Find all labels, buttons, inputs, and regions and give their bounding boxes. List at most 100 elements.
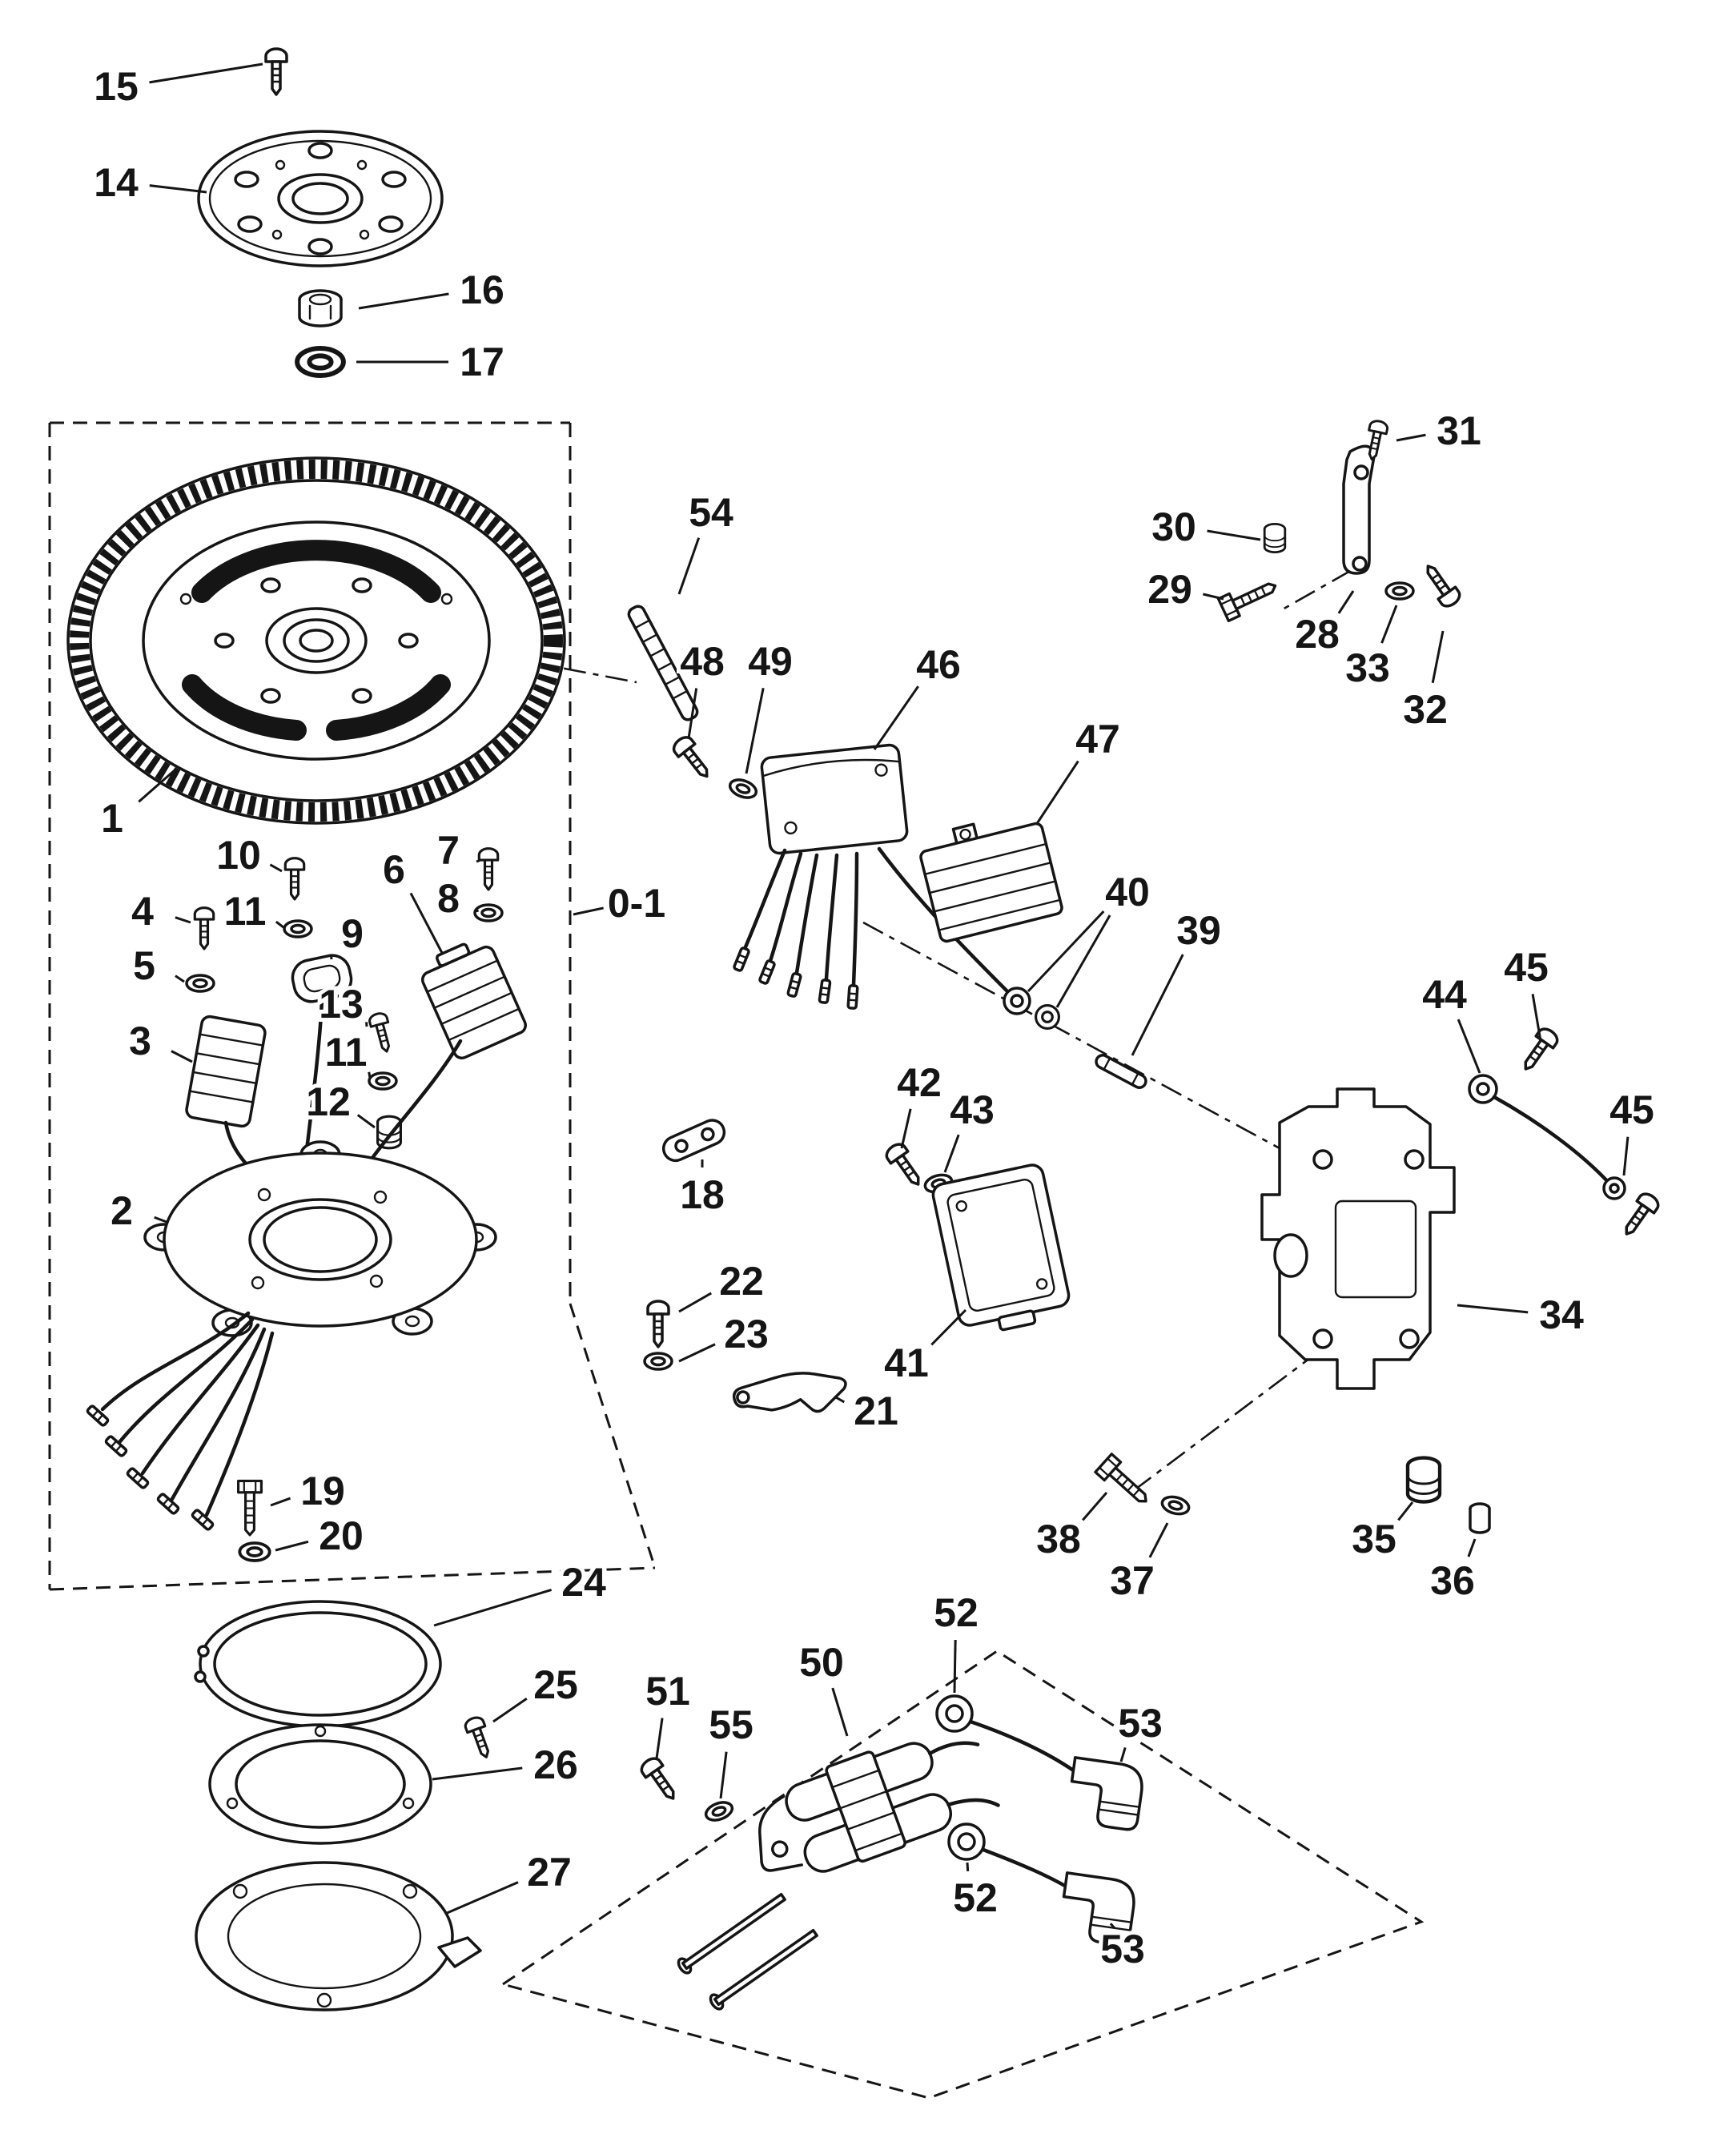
stator-plate-2 (143, 1140, 497, 1337)
callout-18: 18 (680, 1172, 725, 1217)
washer-8 (473, 903, 504, 922)
leader-line-31 (1396, 433, 1426, 442)
leader-line-4 (175, 916, 191, 924)
callout-30: 30 (1151, 504, 1196, 549)
leader-line-43 (943, 1134, 960, 1173)
leader-line-0-1 (573, 906, 604, 916)
leader-line-1 (138, 769, 175, 803)
leader-line-51 (655, 1718, 664, 1759)
washer-49 (725, 775, 761, 802)
flywheel-1 (66, 456, 566, 825)
callout-51: 51 (645, 1669, 690, 1714)
leader-line-10 (269, 863, 283, 873)
leader-line-12 (356, 1114, 376, 1129)
callout-23: 23 (724, 1312, 769, 1356)
callout-45: 45 (1609, 1087, 1654, 1132)
leader-line-53 (1109, 1923, 1116, 1929)
screw-45b (1616, 1189, 1663, 1242)
callout-52: 52 (934, 1590, 979, 1635)
collar-36 (1469, 1502, 1491, 1534)
snap-ring-24 (194, 1600, 442, 1728)
ground-lead-44 (1468, 1074, 1626, 1200)
coil-9 (291, 954, 353, 1003)
module-41 (931, 1163, 1071, 1332)
grommet-12 (376, 1115, 402, 1150)
grommet-35 (1408, 1458, 1440, 1502)
plug-wire-b (981, 1847, 1071, 1891)
bracket-28 (1342, 444, 1376, 575)
callout-15: 15 (94, 64, 139, 109)
leader-line-49 (745, 687, 765, 774)
callout-24: 24 (561, 1560, 606, 1605)
screw-7 (477, 847, 500, 891)
callout-46: 46 (916, 642, 961, 687)
grommet-52b (947, 1822, 986, 1861)
callout-49: 49 (748, 639, 793, 684)
callout-21: 21 (854, 1388, 898, 1433)
callout-53: 53 (1118, 1701, 1163, 1746)
leader-line-11 (368, 1071, 372, 1079)
callout-22: 22 (719, 1259, 764, 1304)
leader-line-24 (433, 1588, 553, 1627)
cdi-unit-46 (760, 743, 909, 855)
leader-line-40 (1027, 910, 1105, 993)
mount-bracket-34 (1260, 1087, 1456, 1390)
leader-line-26 (432, 1766, 523, 1781)
wire-clamp-18 (662, 1119, 726, 1163)
screw-42 (882, 1139, 929, 1192)
callout-1: 1 (101, 796, 123, 841)
ignition-coil-50 (758, 1741, 1000, 1873)
callout-53: 53 (1100, 1927, 1145, 1971)
leader-line-45 (1531, 994, 1542, 1042)
charge-coil-6-8 (421, 942, 527, 1060)
callout-31: 31 (1437, 408, 1481, 453)
callout-34: 34 (1539, 1292, 1584, 1337)
leader-line-5 (175, 975, 185, 983)
collar-30 (1263, 523, 1287, 553)
callout-32: 32 (1403, 687, 1448, 732)
coil-mount-screw-a (677, 1892, 786, 1975)
starter-plate-14 (197, 130, 444, 267)
callout-17: 17 (460, 340, 504, 384)
leader-line-33 (1380, 605, 1398, 644)
leader-line-29 (1203, 593, 1224, 601)
washer-55 (701, 1798, 737, 1825)
leader-line-14 (149, 184, 207, 194)
leader-line-6 (409, 892, 444, 954)
coil-mount-screw-b (709, 1928, 818, 2011)
leader-line-35 (1397, 1501, 1414, 1521)
callout-20: 20 (319, 1513, 364, 1558)
leader-line-11 (275, 920, 284, 929)
callout-6: 6 (383, 847, 405, 892)
callout-27: 27 (527, 1850, 572, 1895)
leader-line-19 (270, 1497, 291, 1507)
leader-line-32 (1431, 630, 1445, 684)
callout-43: 43 (950, 1087, 995, 1132)
leader-line-3 (171, 1050, 193, 1063)
callout-19: 19 (300, 1469, 345, 1513)
trigger-coil-3 (185, 1015, 267, 1128)
callout-3: 3 (129, 1019, 151, 1063)
leader-line-36 (1467, 1538, 1477, 1557)
leader-line-39 (1131, 954, 1184, 1056)
callout-7: 7 (437, 828, 460, 873)
leader-line-2 (154, 1216, 167, 1224)
leader-line-47 (1035, 760, 1079, 826)
callout-42: 42 (897, 1060, 942, 1105)
callout-37: 37 (1110, 1558, 1155, 1603)
washer-33 (1384, 581, 1415, 601)
washer-23 (643, 1352, 673, 1371)
screw-51 (637, 1754, 684, 1806)
callout-29: 29 (1147, 567, 1192, 612)
leader-line-40 (1055, 914, 1111, 1008)
callout-11: 11 (325, 1030, 368, 1075)
callout-47: 47 (1075, 717, 1120, 762)
grommet-52a (935, 1694, 974, 1733)
screw-32 (1417, 558, 1465, 611)
callout-26: 26 (533, 1742, 578, 1787)
leader-line-53 (1119, 1746, 1127, 1762)
callout-50: 50 (799, 1640, 844, 1685)
leader-line-25 (492, 1698, 528, 1723)
